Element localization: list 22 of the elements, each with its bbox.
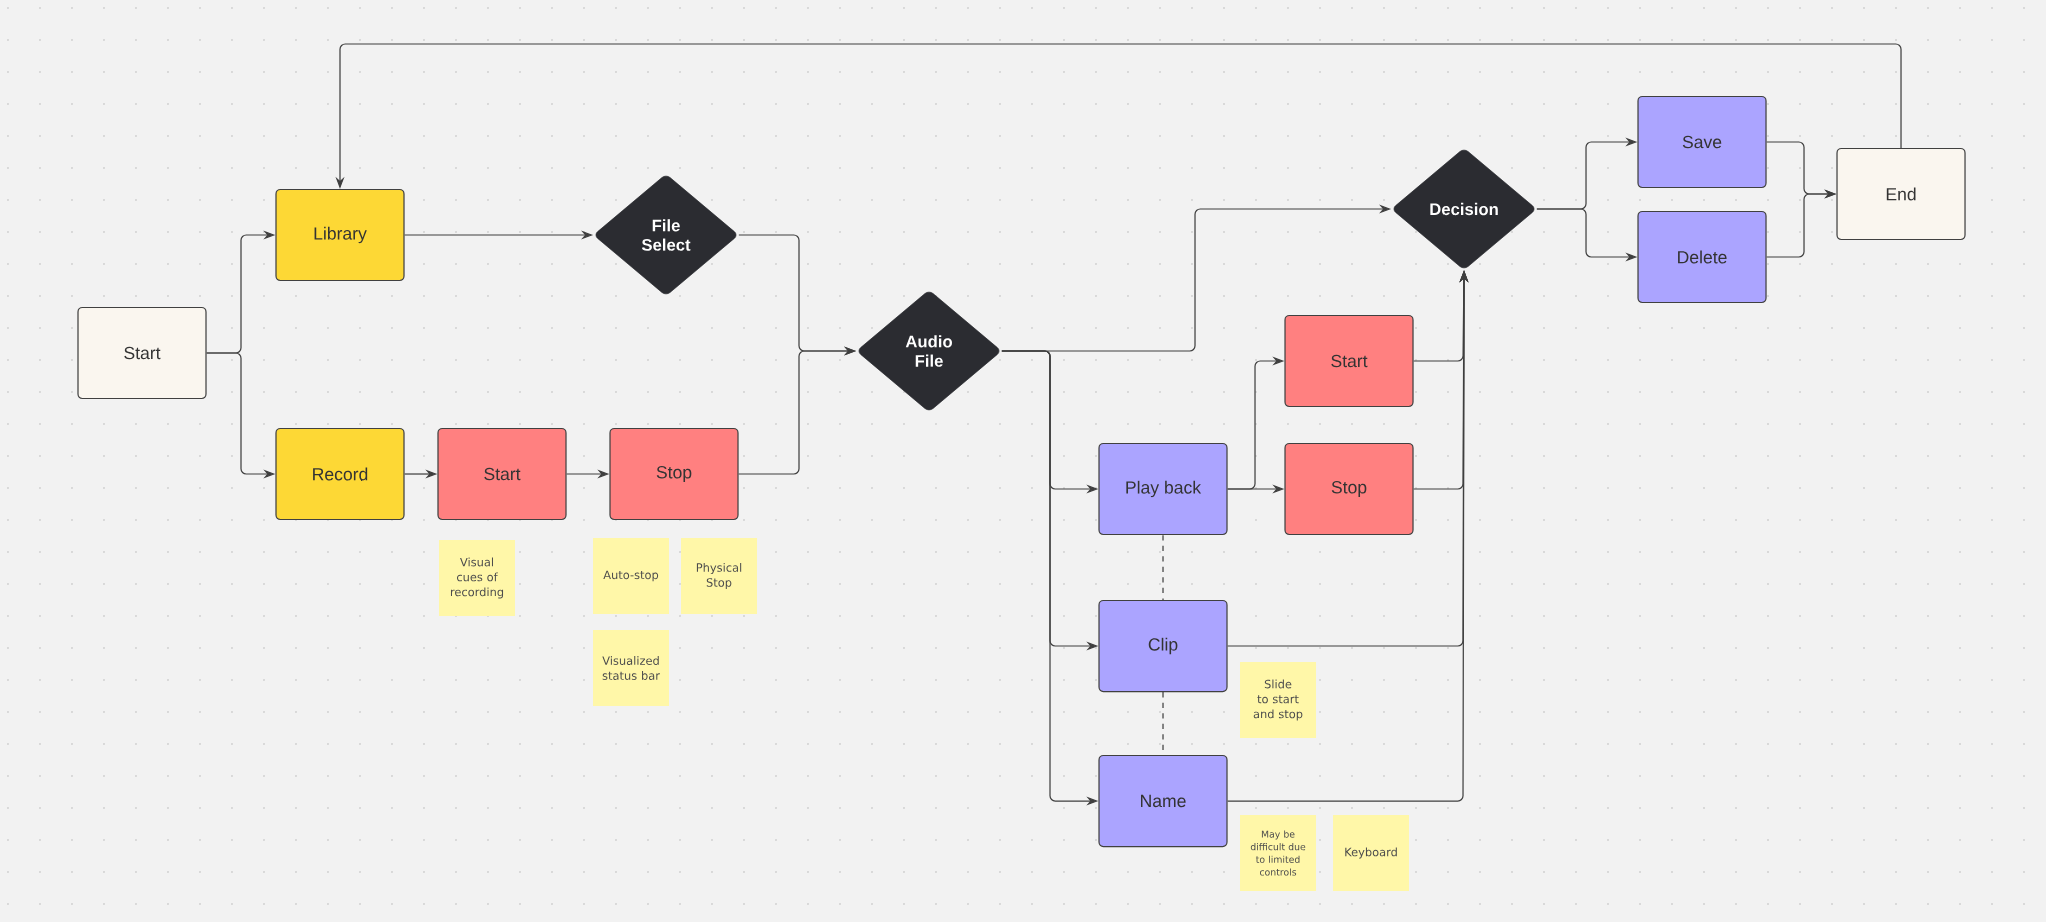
process-box: Record	[275, 427, 405, 521]
sticky-note: Slide to start and stop	[1240, 662, 1316, 738]
terminal-box: Start	[77, 306, 207, 400]
process-box: Name	[1098, 754, 1228, 848]
sticky-note: Visual cues of recording	[439, 540, 515, 616]
sticky-note: Physical Stop	[681, 538, 757, 614]
process-box: Start	[437, 427, 567, 521]
dashed-line	[1162, 691, 1164, 756]
sticky-note: Auto-stop	[593, 538, 669, 614]
process-box: Stop	[1284, 442, 1414, 536]
process-box: Library	[275, 188, 405, 282]
sticky-note: Visualized status bar	[593, 630, 669, 706]
terminal-box: End	[1836, 147, 1966, 241]
process-box: Start	[1284, 314, 1414, 408]
sticky-note: May be difficult due to limited controls	[1240, 815, 1316, 891]
process-box: Stop	[609, 427, 739, 521]
process-box: Play back	[1098, 442, 1228, 536]
sticky-note: Keyboard	[1333, 815, 1409, 891]
process-box: Clip	[1098, 599, 1228, 693]
process-box: Save	[1637, 95, 1767, 189]
process-box: Delete	[1637, 210, 1767, 304]
dashed-line	[1162, 534, 1164, 601]
